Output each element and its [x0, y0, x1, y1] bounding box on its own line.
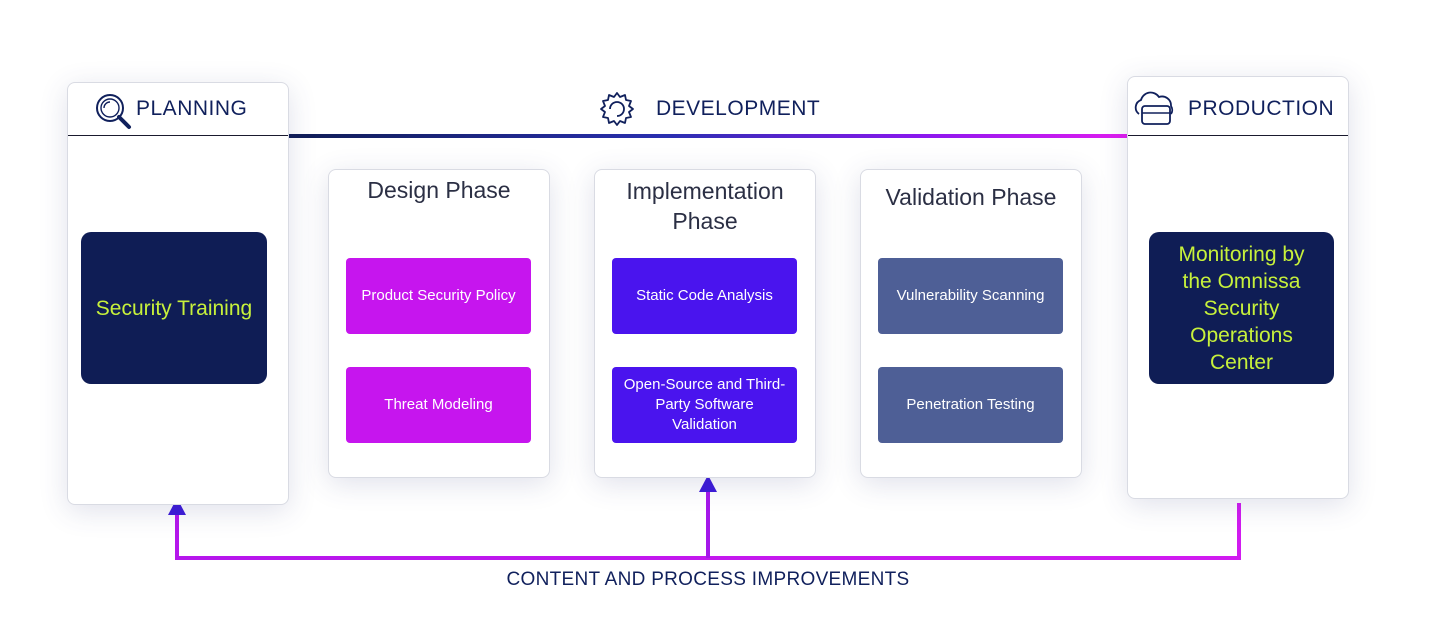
feedback-loop-label: CONTENT AND PROCESS IMPROVEMENTS — [506, 569, 910, 590]
product-security-policy-box: Product Security Policy — [346, 258, 531, 334]
soc-monitoring-box: Monitoring by the Omnissa Security Opera… — [1149, 232, 1334, 384]
open-source-validation-box: Open-Source and Third-Party Software Val… — [612, 367, 797, 443]
vulnerability-scanning-box: Vulnerability Scanning — [878, 258, 1063, 334]
planning-title: PLANNING — [136, 97, 248, 120]
arrowhead-planning — [168, 498, 186, 515]
design-phase-title: Design Phase — [367, 177, 511, 203]
cloud-server-icon — [1131, 90, 1177, 128]
implementation-phase-title: Implementation Phase — [626, 178, 784, 234]
validation-phase-title: Validation Phase — [885, 184, 1057, 210]
static-code-analysis-box: Static Code Analysis — [612, 258, 797, 334]
magnifier-icon — [93, 91, 133, 131]
penetration-testing-box: Penetration Testing — [878, 367, 1063, 443]
gear-icon — [598, 90, 636, 128]
arrowhead-implementation — [699, 475, 717, 492]
production-title: PRODUCTION — [1188, 97, 1335, 120]
threat-modeling-box: Threat Modeling — [346, 367, 531, 443]
security-training-box: Security Training — [81, 232, 267, 384]
development-title: DEVELOPMENT — [656, 97, 821, 120]
planning-header-divider — [68, 135, 288, 136]
production-header-divider — [1128, 135, 1348, 136]
